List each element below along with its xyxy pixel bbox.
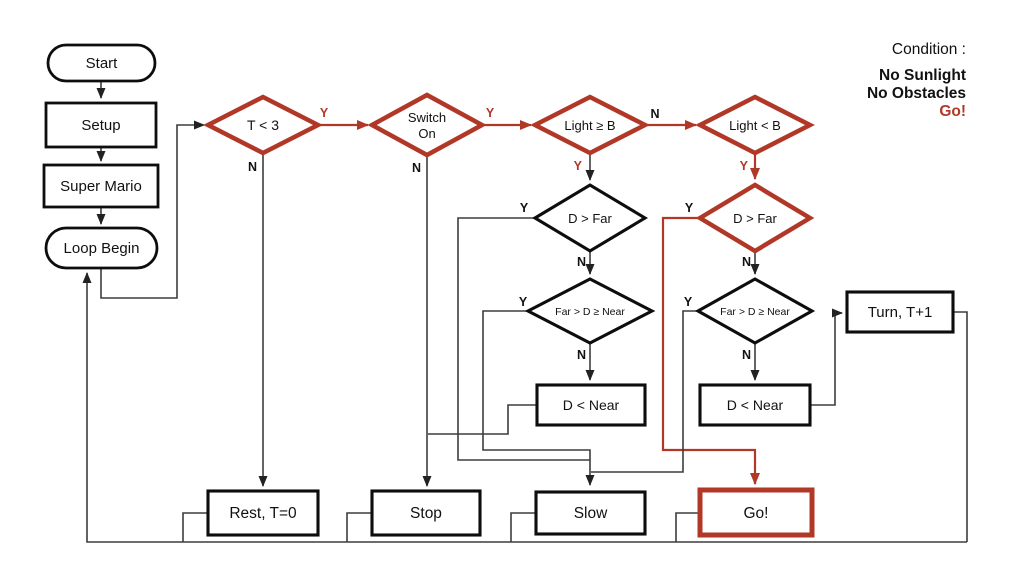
label-t3-no: N — [248, 160, 257, 174]
node-turn-label: Turn, T+1 — [868, 304, 933, 321]
edge-loop-back-bus — [82, 272, 967, 543]
node-d-lt-near-night-label: D < Near — [727, 397, 784, 413]
label-light-lt-b-yes: Y — [740, 159, 749, 173]
label-far-d-near-night-no: N — [742, 348, 751, 362]
node-far-d-near-day — [524, 277, 656, 345]
label-switch-no: N — [412, 161, 421, 175]
node-rest — [206, 489, 320, 537]
edge-d-lt-near-night-to-turn — [810, 308, 843, 406]
node-super-mario — [42, 163, 160, 209]
node-loop-begin — [44, 226, 159, 270]
label-d-gt-far-day-yes: Y — [520, 201, 529, 215]
node-start-label: Start — [86, 55, 119, 72]
edge-stop-to-bus — [346, 512, 372, 542]
label-light-ge-b-no: N — [650, 107, 659, 121]
node-t-less-3 — [203, 94, 323, 156]
node-far-d-near-night — [694, 277, 816, 345]
node-setup — [44, 101, 158, 149]
legend-result: Go! — [939, 103, 966, 120]
edge-d-gt-far-night-yes-to-go — [661, 216, 760, 485]
edge-d-gt-far-day-yes-to-slow — [457, 217, 590, 461]
node-turn — [845, 290, 955, 334]
label-far-d-near-day-no: N — [577, 348, 586, 362]
node-d-lt-near-day — [535, 383, 647, 427]
label-d-gt-far-night-no: N — [742, 255, 751, 269]
node-setup-label: Setup — [81, 117, 120, 134]
edge-slow-to-bus — [510, 512, 537, 542]
node-slow-label: Slow — [574, 505, 608, 522]
label-switch-yes: Y — [486, 106, 495, 120]
node-light-ge-b-label: Light ≥ B — [564, 118, 615, 133]
label-d-gt-far-day-no: N — [577, 255, 586, 269]
node-start — [46, 43, 157, 83]
edge-loop-begin-to-t-less-3 — [100, 120, 205, 299]
node-slow — [534, 490, 647, 536]
node-d-lt-near-night — [698, 383, 812, 427]
node-switch-on-label-2: On — [418, 126, 435, 141]
node-d-gt-far-day-label: D > Far — [568, 211, 612, 226]
label-d-gt-far-night-yes: Y — [685, 201, 694, 215]
node-super-mario-label: Super Mario — [60, 178, 142, 195]
node-switch-on-label-1: Switch — [408, 110, 446, 125]
node-stop-label: Stop — [410, 505, 442, 522]
node-loop-begin-label: Loop Begin — [64, 240, 140, 257]
node-switch-on — [367, 92, 487, 158]
legend-condition-1: No Sunlight — [879, 67, 966, 84]
node-far-d-near-day-label: Far > D ≥ Near — [555, 306, 625, 318]
node-far-d-near-night-label: Far > D ≥ Near — [720, 306, 790, 318]
node-d-gt-far-day — [531, 183, 649, 253]
node-light-ge-b — [530, 94, 650, 156]
edge-go-to-bus — [675, 512, 700, 542]
node-go-label: Go! — [744, 505, 769, 522]
edge-turn-to-loop-bus — [953, 311, 968, 542]
node-go — [697, 487, 815, 538]
label-far-d-near-night-yes: Y — [684, 295, 693, 309]
node-stop — [370, 489, 482, 537]
legend-title: Condition : — [892, 41, 966, 58]
edge-rest-to-bus — [182, 512, 208, 542]
node-light-lt-b — [695, 94, 815, 156]
node-d-gt-far-night-label: D > Far — [733, 211, 777, 226]
node-rest-label: Rest, T=0 — [229, 505, 297, 522]
node-light-lt-b-label: Light < B — [729, 118, 781, 133]
edge-d-lt-near-day-to-stop — [428, 404, 537, 435]
label-far-d-near-day-yes: Y — [519, 295, 528, 309]
edge-far-d-near-night-yes-to-slow — [591, 310, 698, 473]
legend-condition-2: No Obstacles — [867, 85, 966, 102]
label-t3-yes: Y — [320, 106, 329, 120]
edge-far-d-near-day-yes-to-slow — [482, 310, 595, 486]
node-t-less-3-label: T < 3 — [247, 117, 279, 133]
node-d-gt-far-night — [695, 182, 815, 254]
label-light-ge-b-yes: Y — [574, 159, 583, 173]
node-d-lt-near-day-label: D < Near — [563, 397, 620, 413]
